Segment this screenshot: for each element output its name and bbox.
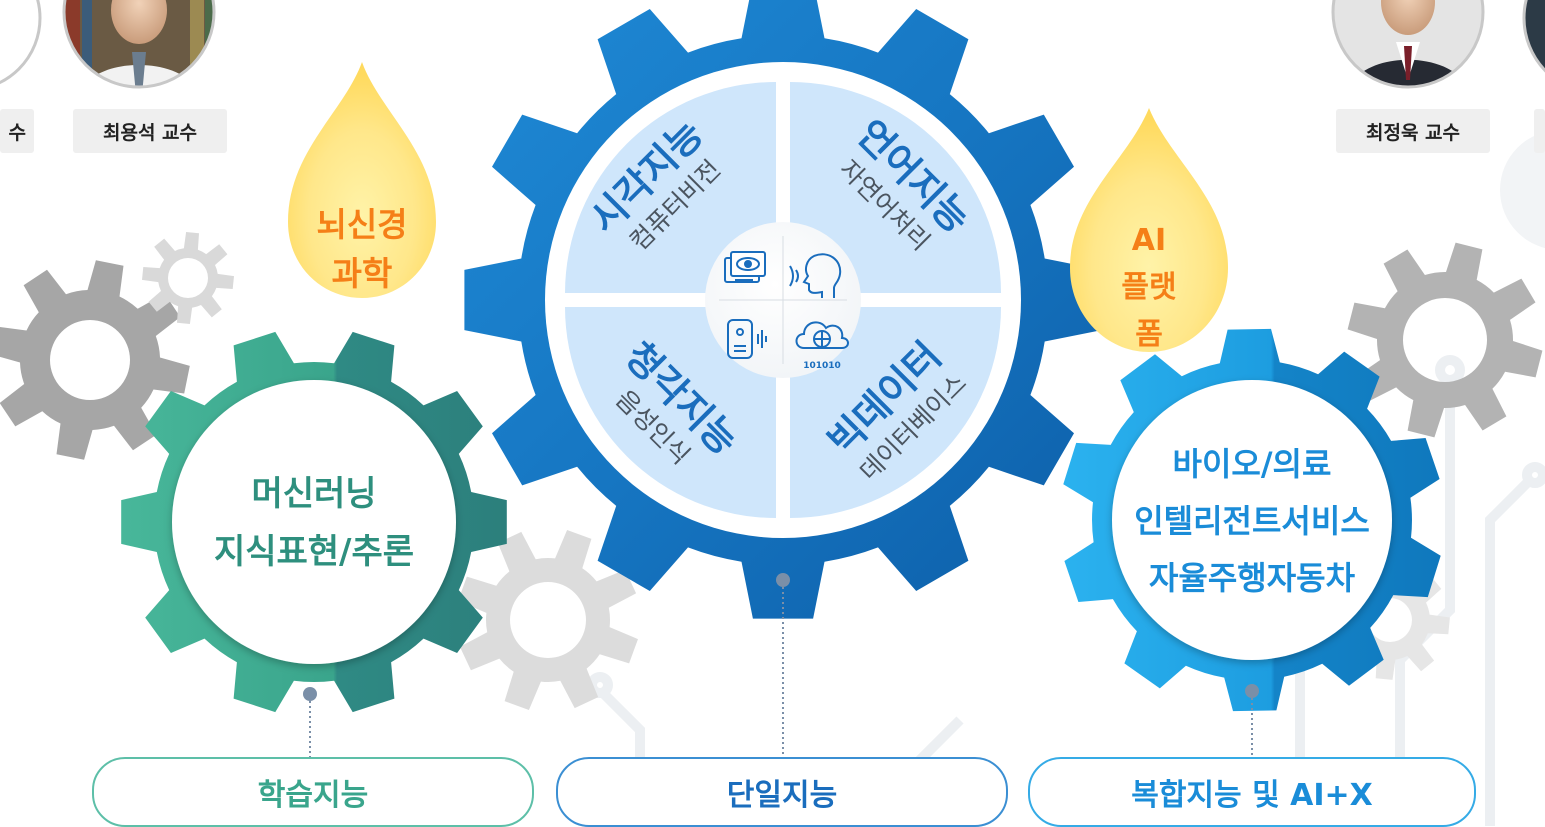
right-gear-line-1: 바이오/의료	[1173, 445, 1332, 483]
right-drop-line-1: AI	[1132, 223, 1166, 258]
left-gear-line-2: 지식표현/추론	[214, 532, 414, 572]
quadrant-visual	[565, 82, 776, 293]
right-gear-line-3: 자율주행자동차	[1149, 559, 1356, 597]
eye-screen-icon	[724, 251, 766, 283]
avatar-choi-yongseok	[62, 0, 216, 89]
background-circle-right	[1500, 131, 1545, 249]
quadrant-audio	[565, 307, 776, 518]
avatar-partial-right	[1522, 0, 1545, 94]
speaker-icon	[727, 319, 767, 359]
left-gear-hub: 머신러닝 지식표현/추론	[172, 380, 456, 664]
avatar-choi-jeonguk	[1331, 0, 1485, 89]
right-drop: AI 플랫 폼	[1070, 108, 1228, 352]
cloud-globe-icon	[795, 321, 849, 349]
quadrant-language	[790, 82, 1001, 293]
professor-label-choi-jeonguk: 최정욱 교수	[1336, 109, 1490, 153]
left-gear-line-1: 머신러닝	[251, 474, 376, 514]
gray-gear-right	[1347, 242, 1543, 438]
right-drop-line-3: 폼	[1135, 317, 1163, 352]
category-single-intelligence: 단일지능	[556, 757, 1008, 827]
professor-label-partial: 수	[0, 109, 34, 153]
quadrant-bigdata	[790, 307, 1001, 518]
gray-gear-small	[142, 232, 234, 324]
professor-label-choi-yongseok: 최용석 교수	[73, 109, 227, 153]
right-gear-line-2: 인텔리전트서비스	[1134, 502, 1370, 540]
speaking-head-icon	[789, 253, 842, 298]
avatar-partial-left	[0, 0, 42, 85]
category-composite-intelligence: 복합지능 및 AI+X	[1028, 757, 1476, 827]
right-drop-line-2: 플랫	[1121, 270, 1176, 305]
left-drop: 뇌신경 과학	[288, 62, 436, 298]
professor-label-partial-right	[1534, 109, 1545, 153]
center-quadrants	[545, 62, 1021, 538]
left-drop-line-1: 뇌신경	[316, 205, 407, 244]
right-gear-hub: 바이오/의료 인텔리전트서비스 자율주행자동차	[1112, 380, 1392, 660]
left-drop-line-2: 과학	[332, 254, 393, 293]
gray-gear-center-bottom	[458, 530, 638, 710]
connectors	[303, 573, 1259, 757]
category-learning-intelligence: 학습지능	[92, 757, 534, 827]
gray-gear-left	[0, 260, 190, 460]
cloud-caption: 101010	[803, 361, 841, 371]
